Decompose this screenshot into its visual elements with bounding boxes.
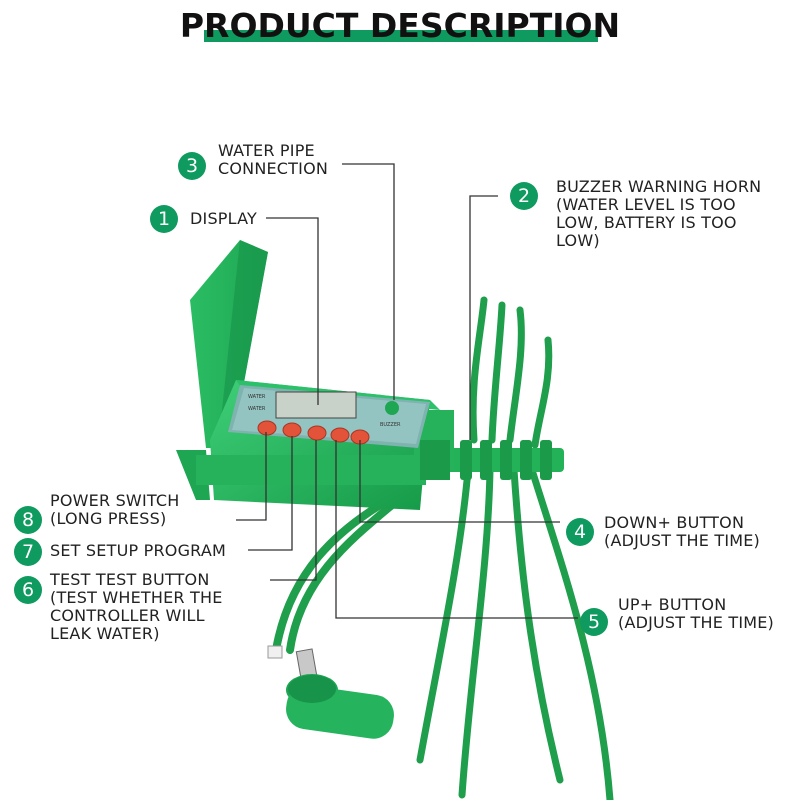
callout-6-label: TEST TEST BUTTON (TEST WHETHER THE CONTR… <box>50 570 223 643</box>
callout-6-badge: 6 <box>14 576 42 604</box>
callout-1-label: DISPLAY <box>190 209 258 228</box>
callout-leaders <box>236 163 578 619</box>
control-buttons <box>257 420 370 445</box>
callout-3-badge: 3 <box>178 152 206 180</box>
title-underline <box>204 30 598 42</box>
manifold <box>442 440 564 480</box>
callout-1-badge: 1 <box>150 205 178 233</box>
callout-8-label: POWER SWITCH (LONG PRESS) <box>50 491 180 528</box>
callout-5-badge: 5 <box>580 608 608 636</box>
callout-2-label: BUZZER WARNING HORN (WATER LEVEL IS TOO … <box>556 177 762 250</box>
lcd-screen <box>275 391 357 419</box>
svg-text:BUZZER: BUZZER <box>380 422 401 428</box>
input-hoses <box>272 501 396 654</box>
callout-4-badge: 4 <box>566 518 594 546</box>
callout-3-label: WATER PIPE CONNECTION <box>218 141 329 178</box>
svg-text:WATER: WATER <box>248 394 266 400</box>
callout-4-label: DOWN+ BUTTON (ADJUST THE TIME) <box>604 513 761 550</box>
callout-7-label: SET SETUP PROGRAM <box>50 541 226 560</box>
svg-text:WATER: WATER <box>248 406 266 412</box>
callout-8-badge: 8 <box>14 506 42 534</box>
output-hoses <box>416 296 614 800</box>
water-pump <box>267 645 394 739</box>
page-title: PRODUCT DESCRIPTION <box>179 6 621 45</box>
callout-2-badge: 2 <box>510 182 538 210</box>
callout-7-badge: 7 <box>14 538 42 566</box>
buzzer-icon <box>385 401 399 415</box>
callout-5-label: UP+ BUTTON (ADJUST THE TIME) <box>618 595 775 632</box>
